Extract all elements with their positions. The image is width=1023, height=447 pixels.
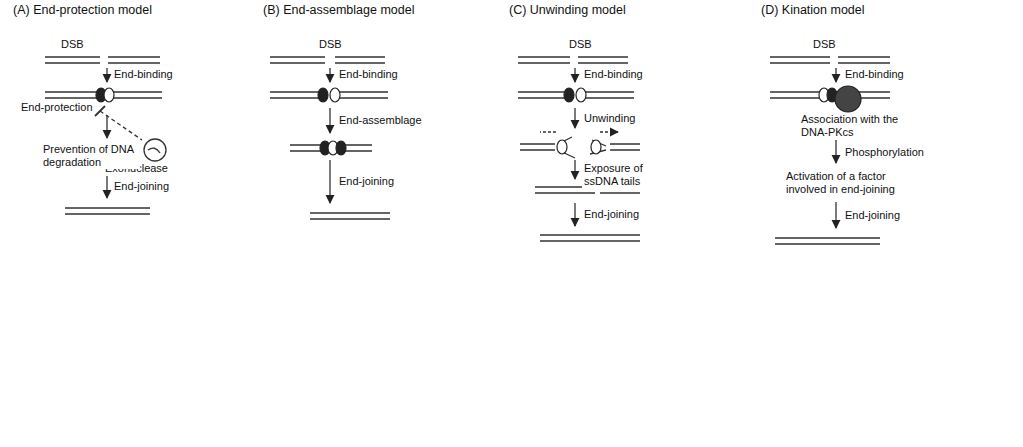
annotation: End-protection bbox=[20, 101, 94, 114]
step-label: Exposure of ssDNA tails bbox=[583, 162, 665, 188]
panel-title: (B) End-assemblage model bbox=[262, 3, 415, 18]
step-label: Phosphorylation bbox=[844, 146, 925, 159]
step-label: End-joining bbox=[844, 209, 901, 222]
dsb-label: DSB bbox=[318, 38, 343, 51]
panel-title: (C) Unwinding model bbox=[508, 3, 627, 18]
step-label: End-joining bbox=[113, 180, 170, 193]
dsb-label: DSB bbox=[568, 38, 593, 51]
panel-title: (A) End-protection model bbox=[12, 3, 153, 18]
step-label: End-joining bbox=[338, 175, 395, 188]
dsb-label: DSB bbox=[60, 38, 85, 51]
step-label: End-binding bbox=[338, 68, 399, 81]
step-label: End-joining bbox=[583, 208, 640, 221]
annotation: Association with the DNA-PKcs bbox=[800, 113, 912, 139]
annotation: Activation of a factor involved in end-j… bbox=[785, 170, 917, 196]
step-label: End-binding bbox=[113, 68, 174, 81]
step-label: End-binding bbox=[844, 68, 905, 81]
annotation: Prevention of DNA degradation bbox=[42, 143, 140, 169]
panel-title: (D) Kination model bbox=[760, 3, 866, 18]
dsb-label: DSB bbox=[812, 38, 837, 51]
step-label: End-assemblage bbox=[338, 114, 423, 127]
step-label: End-binding bbox=[583, 68, 644, 81]
step-label: Unwinding bbox=[583, 112, 636, 125]
